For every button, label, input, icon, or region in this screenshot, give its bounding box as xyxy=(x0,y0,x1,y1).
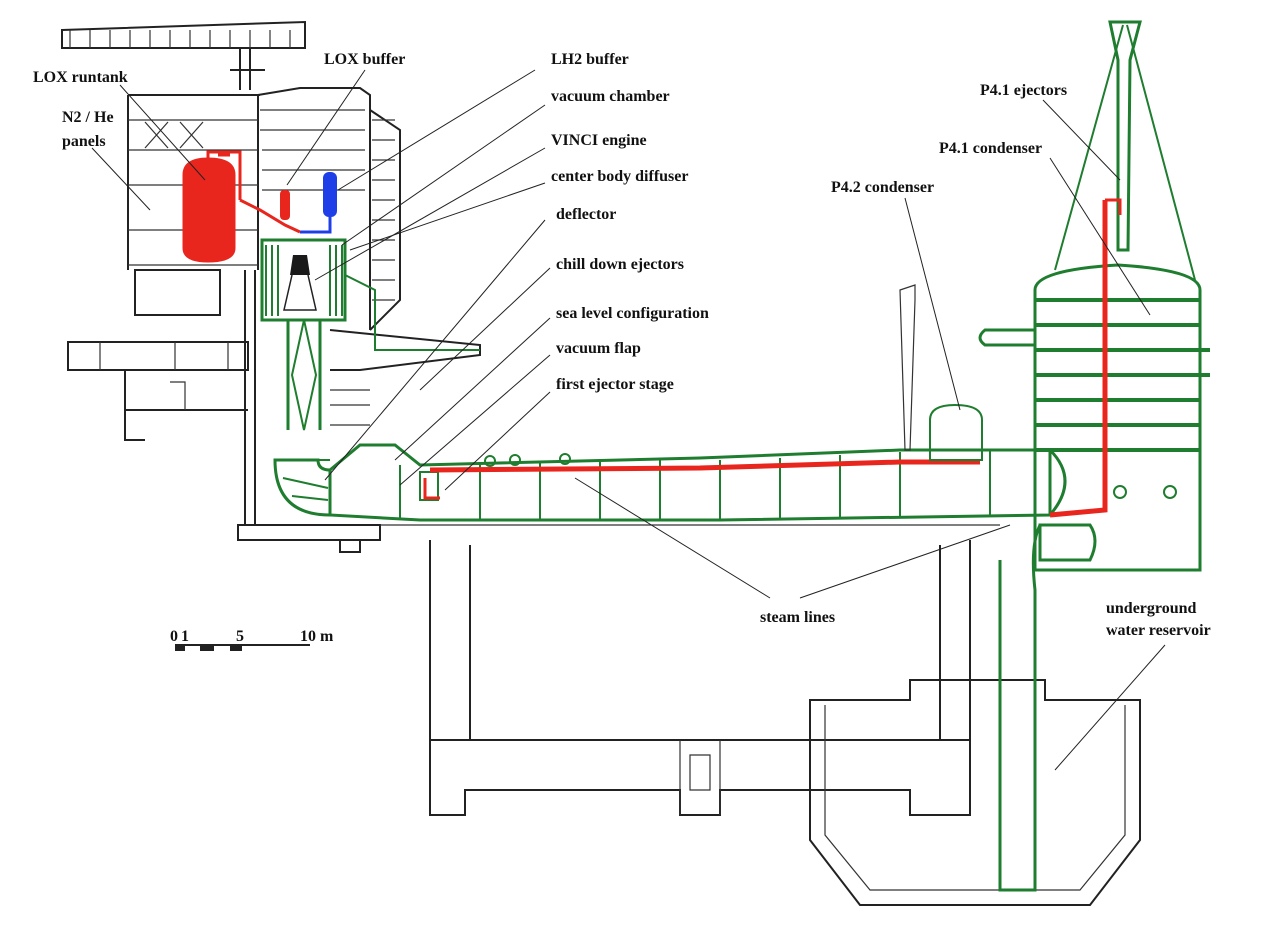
label-center-body-diffuser: center body diffuser xyxy=(551,168,688,185)
deflector xyxy=(273,458,332,517)
diffuser-duct xyxy=(328,443,1067,522)
label-vinci-engine: VINCI engine xyxy=(551,132,647,149)
label-n2-he-panels-line1: N2 / He xyxy=(62,109,114,126)
scale-tick-5: 5 xyxy=(236,628,244,645)
vacuum-chamber xyxy=(260,238,480,351)
vacuum-flap xyxy=(419,471,439,501)
label-vacuum-flap: vacuum flap xyxy=(556,340,641,357)
vinci-engine xyxy=(283,255,317,311)
label-lox-buffer: LOX buffer xyxy=(324,51,405,68)
lh2-buffer xyxy=(300,172,337,234)
leader-lines xyxy=(91,69,1166,771)
foundation-structure xyxy=(380,524,1141,906)
label-steam-lines: steam lines xyxy=(760,609,835,626)
steam-lines xyxy=(423,459,980,500)
test-tower-building xyxy=(61,20,481,553)
label-p41-ejectors: P4.1 ejectors xyxy=(980,82,1067,99)
label-deflector: deflector xyxy=(556,206,616,223)
p4-2-condenser xyxy=(899,284,983,461)
label-n2-he-panels-line2: panels xyxy=(62,133,106,150)
label-p42-condenser: P4.2 condenser xyxy=(831,179,934,196)
p4-1-ejectors xyxy=(1049,20,1196,518)
label-sea-level-configuration: sea level configuration xyxy=(556,305,709,322)
label-underground-water-reservoir-line1: underground xyxy=(1106,600,1197,617)
scale-tick-1: 1 xyxy=(181,628,189,645)
lox-buffer xyxy=(280,190,290,220)
center-body-diffuser xyxy=(286,319,322,431)
label-vacuum-chamber: vacuum chamber xyxy=(551,88,670,105)
label-first-ejector-stage: first ejector stage xyxy=(556,376,674,393)
p4-1-condenser xyxy=(978,263,1210,572)
label-chill-down-ejectors: chill down ejectors xyxy=(556,256,684,273)
scale-tick-0: 0 xyxy=(170,628,178,645)
label-lox-runtank: LOX runtank xyxy=(33,69,128,86)
lox-runtank xyxy=(182,150,242,263)
scale-bar: 0 1 5 10 m xyxy=(170,628,334,651)
label-p41-condenser: P4.1 condenser xyxy=(939,140,1042,157)
label-lh2-buffer: LH2 buffer xyxy=(551,51,629,68)
label-underground-water-reservoir-line2: water reservoir xyxy=(1106,622,1211,639)
scale-tick-10: 10 m xyxy=(300,628,334,645)
